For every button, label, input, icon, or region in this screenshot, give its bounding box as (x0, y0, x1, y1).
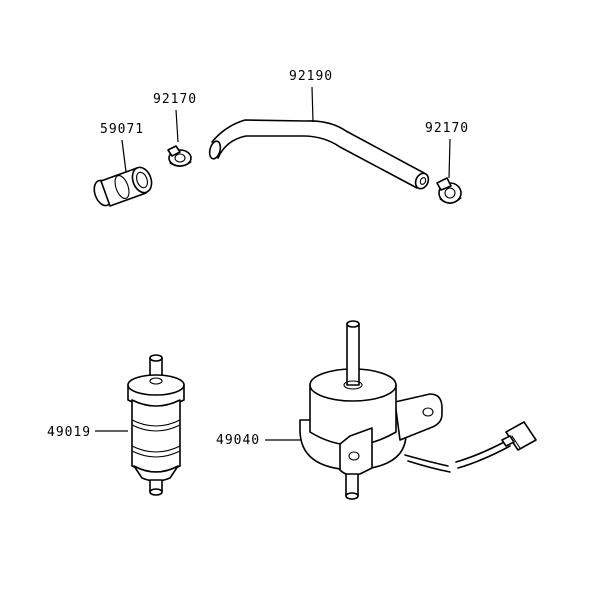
hose-joint-label: 59071 (100, 122, 144, 137)
clamp-left-part[interactable]: 92170 (153, 92, 197, 167)
fuel-filter-part[interactable]: 49019 (47, 354, 185, 496)
fuel-pump-label: 49040 (216, 433, 260, 448)
clamp-right-leader (448, 138, 451, 179)
clamp-left-leader (175, 109, 179, 143)
fuel-hose-label: 92190 (289, 69, 333, 84)
hose-joint-leader (121, 139, 127, 173)
fuel-pump-part[interactable]: 49040 (216, 320, 537, 500)
fuel-hose-leader (311, 86, 314, 123)
clamp-left-label: 92170 (153, 92, 197, 107)
clamp-right-part[interactable]: 92170 (425, 121, 469, 204)
fuel-filter-label: 49019 (47, 425, 91, 440)
hose-joint-part[interactable]: 59071 (91, 122, 155, 208)
clamp-right-label: 92170 (425, 121, 469, 136)
fuel-hose-part[interactable]: 92190 (208, 69, 431, 191)
